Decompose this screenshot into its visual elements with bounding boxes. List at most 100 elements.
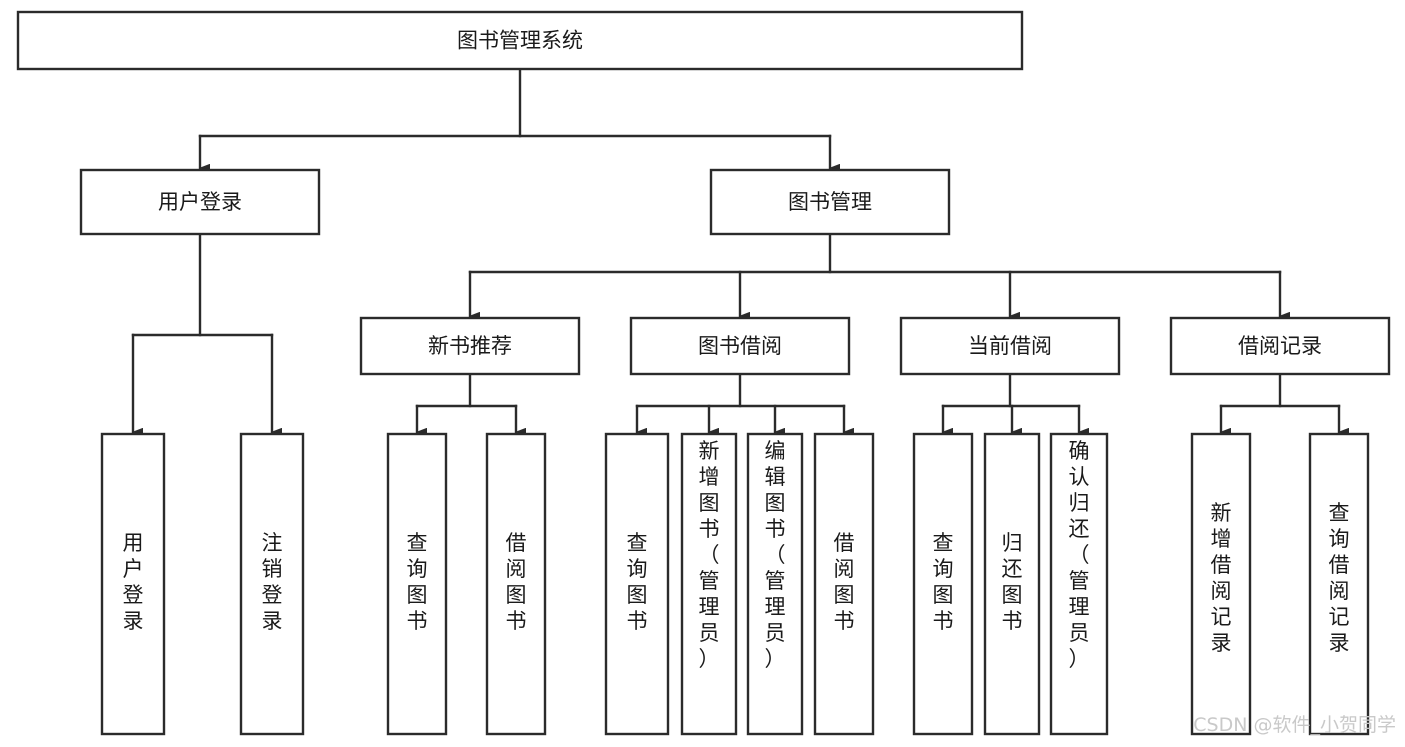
node-label-char: 询	[1329, 527, 1350, 551]
node-label-char: 书	[765, 517, 786, 541]
node-label-char: ）	[765, 647, 786, 671]
node-label-char: （	[765, 543, 786, 567]
node-leaf-add-borrow-record[interactable]: 新增借阅记录新增借阅记录	[1190, 432, 1252, 736]
node-label-char: 图	[933, 583, 954, 607]
node-label-char: 户	[123, 557, 144, 581]
node-current-borrow[interactable]: 当前借阅	[899, 316, 1121, 376]
node-label-char: ）	[1069, 647, 1090, 671]
node-box-leaf-user-login	[100, 432, 166, 736]
node-label-char: 理	[1069, 595, 1090, 619]
node-label-system-title: 图书管理系统	[457, 29, 583, 53]
node-label-book-borrow: 图书借阅	[698, 334, 782, 358]
node-box-new-book-recommend	[359, 316, 581, 376]
node-label-char: 管	[765, 569, 786, 593]
node-leaf-return-book[interactable]: 归还图书归还图书	[983, 432, 1041, 736]
node-label-char: 登	[123, 583, 144, 607]
node-box-leaf-borrow-book-rec	[485, 432, 547, 736]
node-leaf-user-login[interactable]: 用户登录用户登录	[100, 432, 166, 736]
node-group: 图书管理系统用户登录图书管理新书推荐图书借阅当前借阅借阅记录用户登录用户登录注销…	[16, 10, 1391, 736]
node-leaf-query-book[interactable]: 查询图书查询图书	[604, 432, 670, 736]
node-box-leaf-logout	[239, 432, 305, 736]
node-label-char: 查	[1329, 501, 1350, 525]
csdn-watermark: CSDN @软件_小贺同学	[1193, 714, 1396, 736]
node-label-char: 阅	[506, 557, 527, 581]
node-label-char: 询	[407, 557, 428, 581]
node-label-char: 图	[765, 491, 786, 515]
node-label-char: 书	[834, 609, 855, 633]
node-label-char: 录	[262, 609, 283, 633]
node-label-new-book-recommend: 新书推荐	[428, 334, 512, 358]
node-leaf-logout[interactable]: 注销登录注销登录	[239, 432, 305, 736]
node-box-leaf-confirm-return-admin	[1049, 432, 1109, 736]
node-label-char: 图	[1002, 583, 1023, 607]
node-book-borrow[interactable]: 图书借阅	[629, 316, 851, 376]
node-box-leaf-add-book-admin	[680, 432, 738, 736]
node-label-char: 录	[1211, 631, 1232, 655]
node-box-leaf-return-book	[983, 432, 1041, 736]
node-borrow-records[interactable]: 借阅记录	[1169, 316, 1391, 376]
node-leaf-query-book-cur[interactable]: 查询图书查询图书	[912, 432, 974, 736]
node-label-char: 还	[1002, 557, 1023, 581]
node-label-char: 阅	[1211, 579, 1232, 603]
node-leaf-borrow-book[interactable]: 借阅图书借阅图书	[813, 432, 875, 736]
node-label-char: （	[699, 543, 720, 567]
node-box-system-title	[16, 10, 1024, 71]
node-label-char: 阅	[834, 557, 855, 581]
node-label-char: 书	[627, 609, 648, 633]
node-box-leaf-query-book	[604, 432, 670, 736]
node-label-char: 阅	[1329, 579, 1350, 603]
node-label-char: 记	[1329, 605, 1350, 629]
node-label-char: 查	[933, 531, 954, 555]
node-leaf-query-borrow-record[interactable]: 查询借阅记录查询借阅记录	[1308, 432, 1370, 736]
node-system-title[interactable]: 图书管理系统	[16, 10, 1024, 71]
node-label-char: （	[1069, 543, 1090, 567]
node-label-char: ）	[699, 647, 720, 671]
node-label-char: 询	[933, 557, 954, 581]
node-label-char: 理	[699, 595, 720, 619]
node-label-char: 书	[933, 609, 954, 633]
node-label-char: 新	[699, 439, 720, 463]
node-label-char: 借	[834, 531, 855, 555]
node-label-borrow-records: 借阅记录	[1238, 334, 1322, 358]
node-label-char: 书	[407, 609, 428, 633]
node-label-char: 图	[627, 583, 648, 607]
node-box-borrow-records	[1169, 316, 1391, 376]
node-label-char: 记	[1211, 605, 1232, 629]
node-label-char: 书	[1002, 609, 1023, 633]
node-label-char: 增	[1211, 527, 1232, 551]
node-user-login[interactable]: 用户登录	[79, 168, 321, 236]
node-box-current-borrow	[899, 316, 1121, 376]
node-label-char: 查	[627, 531, 648, 555]
node-label-char: 确	[1069, 439, 1090, 463]
node-label-char: 借	[1211, 553, 1232, 577]
node-label-char: 还	[1069, 517, 1090, 541]
node-box-leaf-add-borrow-record	[1190, 432, 1252, 736]
node-label-char: 图	[407, 583, 428, 607]
node-label-char: 录	[1329, 631, 1350, 655]
node-leaf-borrow-book-rec[interactable]: 借阅图书借阅图书	[485, 432, 547, 736]
node-label-char: 借	[1329, 553, 1350, 577]
node-label-current-borrow: 当前借阅	[968, 334, 1052, 358]
node-new-book-recommend[interactable]: 新书推荐	[359, 316, 581, 376]
node-box-leaf-query-book-rec	[386, 432, 448, 736]
node-label-char: 员	[765, 621, 786, 645]
node-book-management[interactable]: 图书管理	[709, 168, 951, 236]
node-label-char: 询	[627, 557, 648, 581]
node-label-char: 归	[1069, 491, 1090, 515]
node-label-char: 书	[506, 609, 527, 633]
node-label-char: 录	[123, 609, 144, 633]
node-label-char: 书	[699, 517, 720, 541]
node-label-char: 注	[262, 531, 283, 555]
node-box-book-management	[709, 168, 951, 236]
node-leaf-query-book-rec[interactable]: 查询图书查询图书	[386, 432, 448, 736]
node-label-char: 登	[262, 583, 283, 607]
node-label-char: 新	[1211, 501, 1232, 525]
node-box-leaf-edit-book-admin	[746, 432, 804, 736]
node-box-leaf-query-book-cur	[912, 432, 974, 736]
node-label-char: 查	[407, 531, 428, 555]
node-box-user-login	[79, 168, 321, 236]
